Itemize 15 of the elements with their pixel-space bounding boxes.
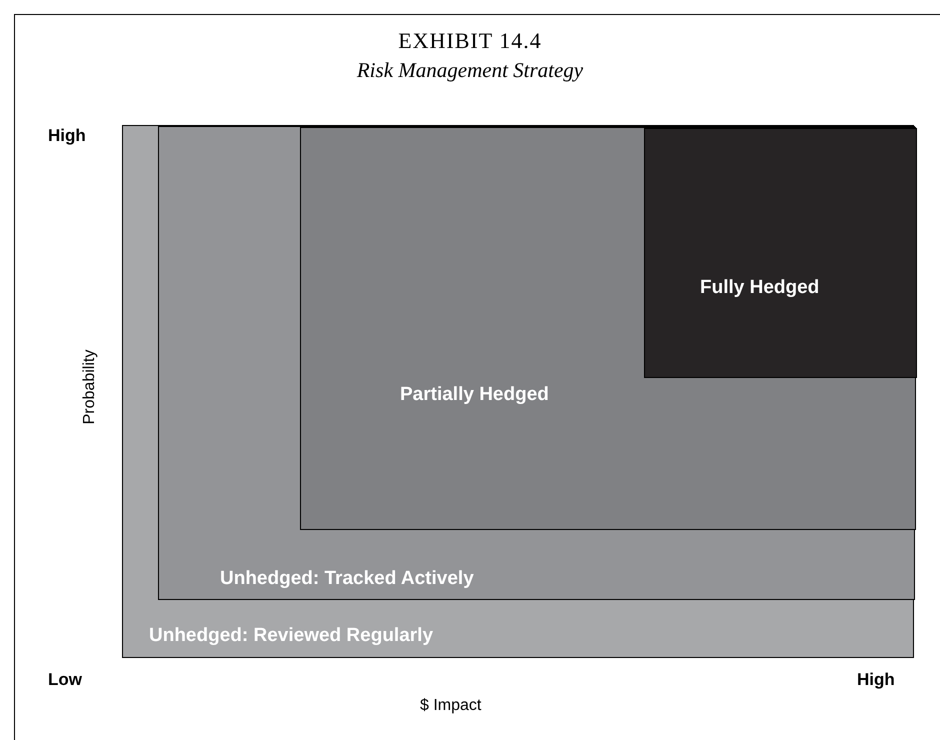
axis-title: $ Impact bbox=[420, 697, 482, 715]
zone-label: Partially Hedged bbox=[400, 383, 550, 407]
zone-label: Unhedged: Reviewed Regularly bbox=[149, 624, 434, 648]
axis-tick-label: High bbox=[48, 126, 86, 146]
axis-tick-label: High bbox=[857, 670, 895, 690]
axis-tick-label: Low bbox=[48, 670, 82, 690]
zone-label: Fully Hedged bbox=[700, 276, 820, 300]
exhibit-title: EXHIBIT 14.4 bbox=[397, 28, 543, 54]
zone-label: Unhedged: Tracked Actively bbox=[220, 567, 475, 591]
strategy-zone bbox=[644, 128, 917, 378]
strategy-zone bbox=[122, 125, 914, 658]
strategy-zone bbox=[300, 127, 916, 530]
strategy-zone bbox=[158, 126, 915, 600]
axis-title: Probability bbox=[81, 348, 99, 426]
chart-caption: Risk Management Strategy bbox=[356, 58, 584, 83]
